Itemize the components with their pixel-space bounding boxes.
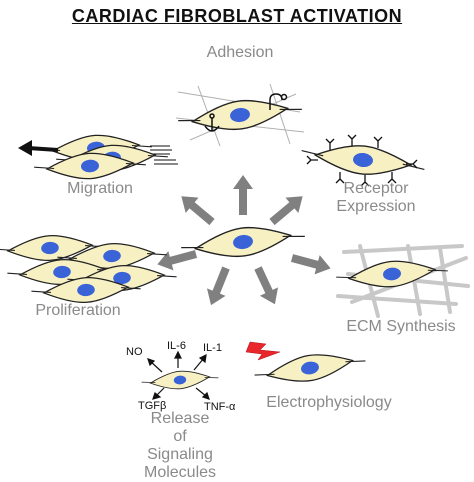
central-fibroblast xyxy=(178,218,308,266)
ecm-label: ECM Synthesis xyxy=(346,318,456,335)
arrow-adhesion xyxy=(233,175,253,215)
arrow-ecm xyxy=(290,254,331,275)
arrow-receptor xyxy=(269,196,303,226)
hook-icon xyxy=(269,93,288,110)
receptor-label-2: Expression xyxy=(336,198,416,215)
proliferation-cells xyxy=(0,231,178,307)
proliferation-label: Proliferation xyxy=(35,302,121,319)
signal-il1: IL-1 xyxy=(203,342,222,354)
arrow-migration xyxy=(181,196,215,226)
release-label-1: Release xyxy=(150,410,210,427)
migration-label: Migration xyxy=(67,180,133,197)
signal-il6: IL-6 xyxy=(167,340,186,352)
release-label-2: of xyxy=(173,428,187,445)
signal-no: NO xyxy=(126,346,143,358)
release-cell xyxy=(140,350,220,400)
release-label-4: Molecules xyxy=(143,464,217,481)
receptor-cell xyxy=(299,134,427,187)
migration-cells xyxy=(18,130,178,184)
adhesion-label: Adhesion xyxy=(206,44,274,61)
lightning-icon xyxy=(245,341,281,361)
release-label-3: Signaling xyxy=(147,446,213,463)
signal-arrows xyxy=(147,350,210,400)
activation-arrows xyxy=(157,175,331,306)
arrow-proliferation xyxy=(157,250,198,271)
electro-label: Electrophysiology xyxy=(266,394,392,411)
arrow-electro xyxy=(254,266,279,305)
arrow-release xyxy=(206,266,230,306)
diagram-title: CARDIAC FIBROBLAST ACTIVATION xyxy=(71,6,403,26)
direction-arrow-icon xyxy=(18,140,59,156)
adhesion-cell xyxy=(175,83,305,147)
signal-tgfb: TGFβ xyxy=(138,400,167,412)
receptor-label-1: Receptor xyxy=(343,180,409,197)
electro-cell xyxy=(245,341,368,391)
ecm-cell xyxy=(334,244,470,318)
anchor-icon xyxy=(204,113,220,132)
signal-tnfa: TNF-α xyxy=(204,401,236,413)
